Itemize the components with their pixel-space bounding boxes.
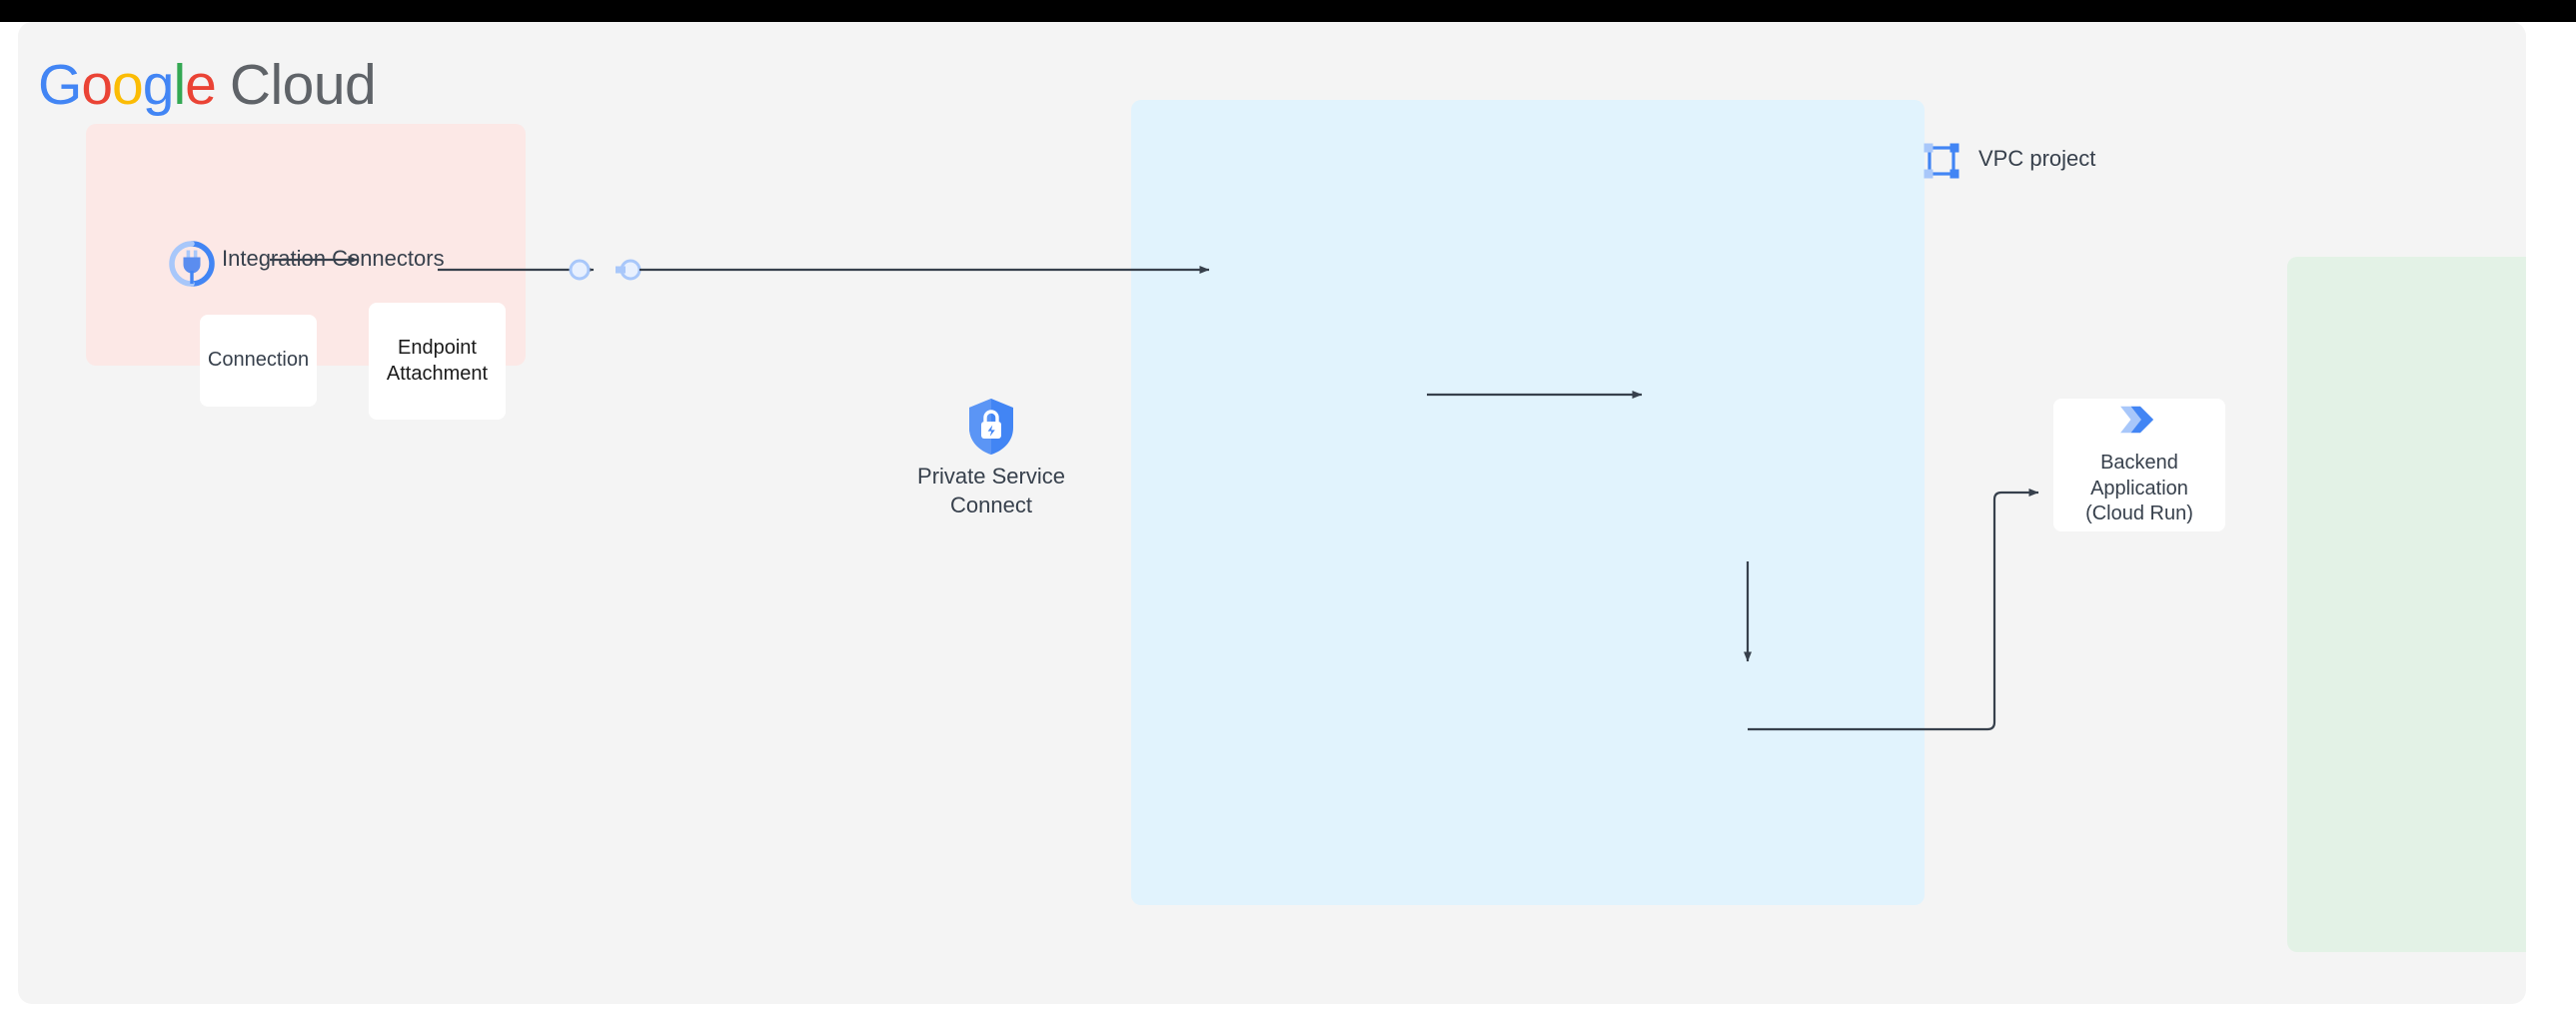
- logo-letter-g1: G: [38, 53, 82, 117]
- node-connection-label: Connection: [207, 349, 310, 372]
- cloud-wordmark: Cloud: [229, 53, 377, 117]
- top-black-bar: [0, 0, 2576, 22]
- logo-letter-e: e: [185, 53, 217, 117]
- node-backend-application[interactable]: Backend Application (Cloud Run): [2053, 399, 2225, 531]
- vpc-project-icon: [1921, 140, 1962, 182]
- psc-connector-stub-right: [616, 266, 626, 274]
- group-title-vpc-project: VPC project: [1978, 146, 2096, 171]
- shield-lock-bolt-icon: [965, 397, 1017, 457]
- logo-letter-o1: o: [81, 53, 113, 117]
- integration-connectors-icon: [168, 240, 216, 288]
- logo-letter-l: l: [173, 53, 186, 117]
- node-backend-application-label-line3: (Cloud Run): [2085, 503, 2193, 525]
- diagram-canvas: Google Cloud Integration Connectors Conn…: [18, 22, 2526, 1004]
- logo-letter-o2: o: [112, 53, 144, 117]
- psc-connector-node-left: [569, 259, 591, 281]
- node-backend-application-label-line2: Application: [2090, 477, 2188, 500]
- node-endpoint-attachment-label-line1: Endpoint: [398, 336, 477, 359]
- group-region-us-central1: us-central1 PSC NAT Subnet PSC Service A…: [2287, 257, 2526, 952]
- node-backend-application-label-line1: Backend: [2100, 451, 2178, 474]
- google-cloud-logo: Google Cloud: [38, 52, 377, 118]
- psc-label-line2: Connect: [950, 493, 1032, 518]
- private-service-connect-label: Private Service Connect: [883, 462, 1099, 519]
- group-integration-connectors: Integration Connectors Connection Endpoi…: [86, 124, 526, 420]
- group-title-integration-connectors: Integration Connectors: [222, 246, 445, 271]
- logo-letter-g2: g: [142, 53, 175, 117]
- psc-label-line1: Private Service: [917, 464, 1065, 489]
- node-connection[interactable]: Connection: [200, 315, 317, 407]
- group-vpc-project: VPC project us-central1 PSC NAT Subnet P…: [1131, 100, 2526, 952]
- node-endpoint-attachment-label-line2: Attachment: [386, 362, 489, 385]
- node-endpoint-attachment[interactable]: Endpoint Attachment: [369, 303, 506, 420]
- google-wordmark: Google: [38, 52, 217, 118]
- group-title-region: us-central1: [2287, 297, 2526, 323]
- cloud-run-icon: [2117, 403, 2161, 445]
- psc-connector-node-right: [620, 259, 642, 281]
